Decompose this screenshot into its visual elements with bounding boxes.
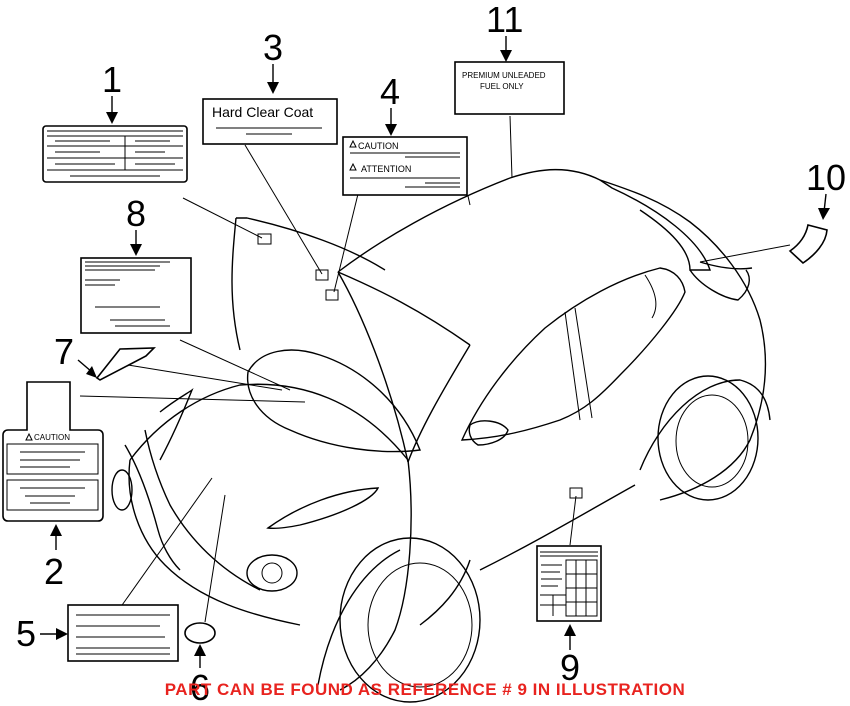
label-5-info <box>67 604 179 662</box>
callout-2: 2 <box>44 524 64 592</box>
callout-number-4: 4 <box>380 71 400 112</box>
label-1-tire-info <box>42 125 188 183</box>
label-6-oval <box>184 622 216 644</box>
callout-5: 5 <box>16 613 68 654</box>
callout-number-2: 2 <box>44 551 64 592</box>
callout-number-3: 3 <box>263 27 283 68</box>
callout-number-10: 10 <box>806 157 846 198</box>
hard-clear-coat-text: Hard Clear Coat <box>212 104 313 120</box>
reference-note: PART CAN BE FOUND AS REFERENCE # 9 IN IL… <box>164 680 686 699</box>
label-7-strip <box>95 347 156 381</box>
callout-11: 11 <box>486 0 523 62</box>
label-8-emission <box>80 257 192 334</box>
fuel-text-line1: PREMIUM UNLEADED <box>462 71 546 80</box>
label-10-rear-strip <box>788 224 828 265</box>
leader-lines <box>79 115 791 623</box>
callout-6: 6 <box>190 644 210 706</box>
car-outline <box>111 168 771 703</box>
caution-text: CAUTION <box>358 141 399 151</box>
callout-8: 8 <box>126 193 146 256</box>
label-11-fuel: PREMIUM UNLEADED FUEL ONLY <box>454 61 565 115</box>
callout-10: 10 <box>806 157 846 220</box>
callout-3: 3 <box>263 27 283 94</box>
label-4-caution-attention: CAUTION ATTENTION <box>342 136 468 196</box>
callout-4: 4 <box>380 71 400 136</box>
attention-text: ATTENTION <box>361 164 411 174</box>
callout-number-5: 5 <box>16 613 36 654</box>
label-2-caution-tag: CAUTION <box>2 381 104 522</box>
callout-1: 1 <box>102 59 122 124</box>
label-9-chart <box>536 545 602 622</box>
callout-number-11: 11 <box>486 0 523 40</box>
label-3-hard-clear-coat: Hard Clear Coat <box>202 98 338 145</box>
callout-7: 7 <box>54 331 97 378</box>
callout-number-9: 9 <box>560 647 580 688</box>
callout-number-8: 8 <box>126 193 146 234</box>
callout-number-7: 7 <box>54 331 74 372</box>
caution-tag-text: CAUTION <box>34 433 70 442</box>
callout-number-6: 6 <box>190 667 210 706</box>
fuel-text-line2: FUEL ONLY <box>480 82 524 91</box>
callout-9: 9 <box>560 624 580 688</box>
callout-number-1: 1 <box>102 59 122 100</box>
